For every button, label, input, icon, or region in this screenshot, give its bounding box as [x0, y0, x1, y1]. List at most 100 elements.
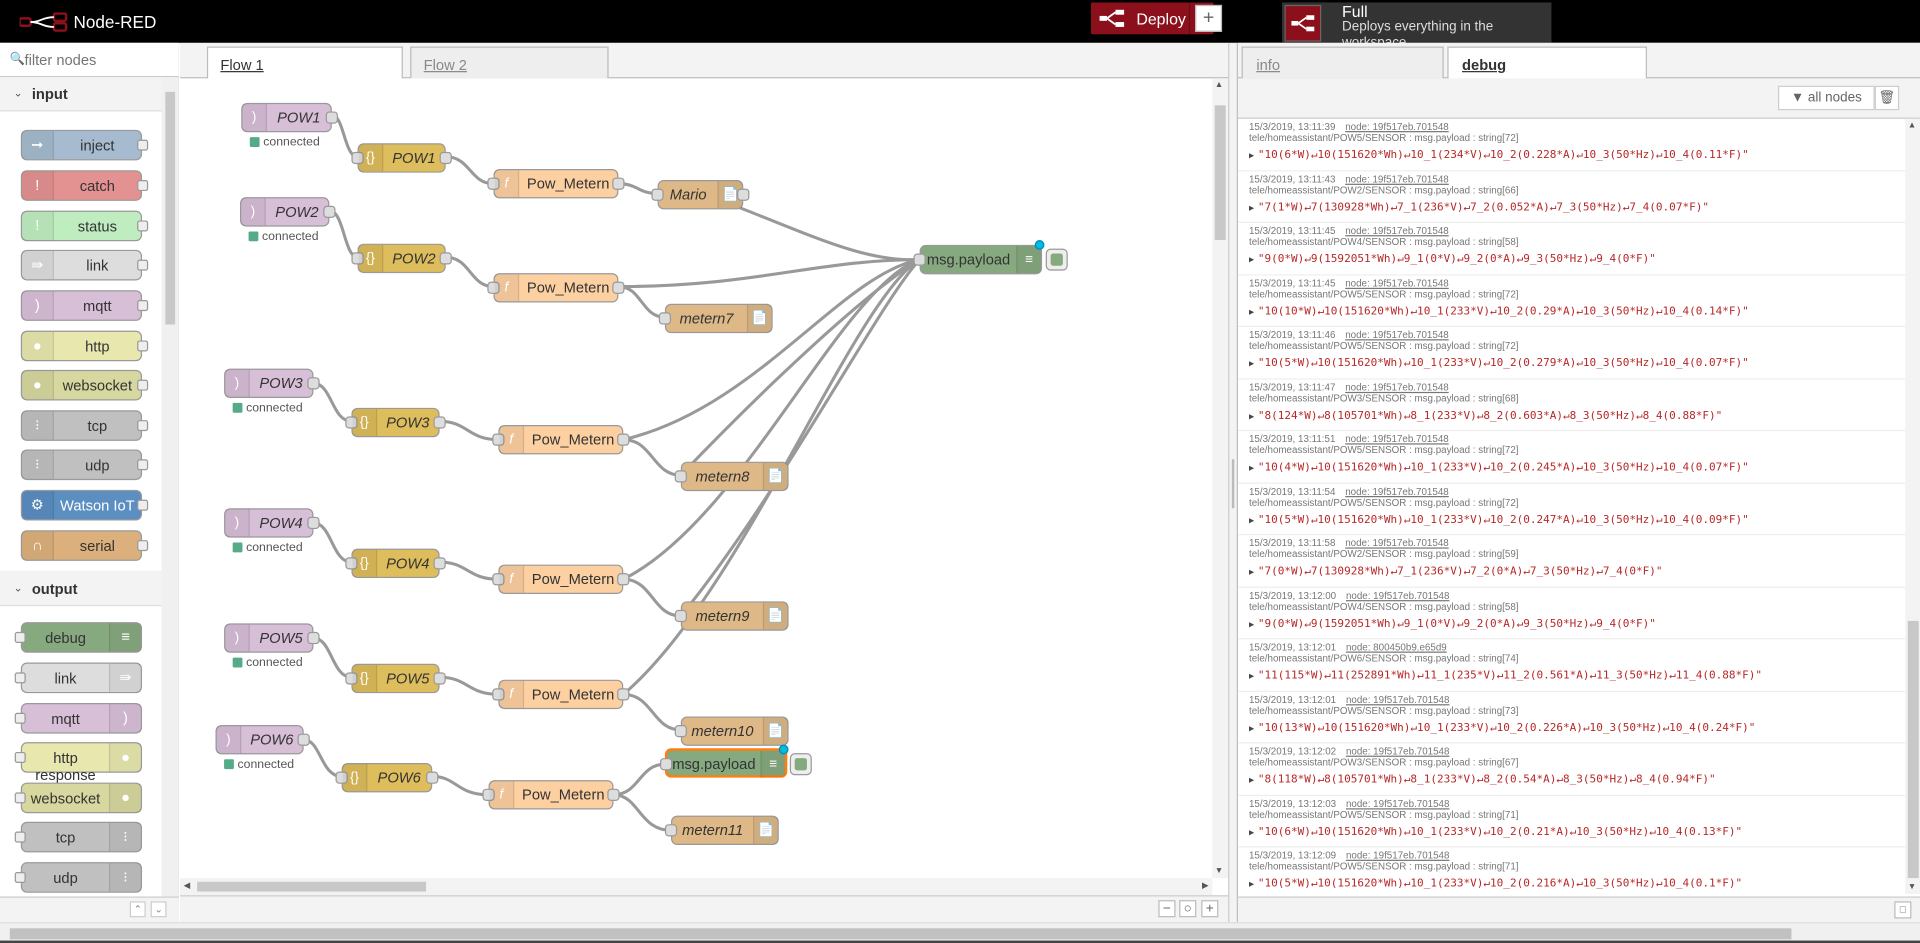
output-port[interactable]	[307, 516, 320, 530]
message-node-link[interactable]: node: 19f517eb.701548	[1345, 173, 1449, 185]
palette-node-udp-out[interactable]: udp⁝	[14, 862, 143, 893]
file-node-metern9[interactable]: metern9📄	[674, 601, 789, 631]
expand-triangle-icon[interactable]: ▶	[1248, 775, 1255, 786]
output-port[interactable]	[607, 788, 620, 801]
message-node-link[interactable]: node: 19f517eb.701548	[1345, 485, 1449, 497]
palette-node-http-response[interactable]: http response●	[14, 742, 143, 784]
scrollbar-thumb[interactable]	[9, 928, 1792, 940]
message-node-link[interactable]: node: 19f517eb.701548	[1345, 745, 1450, 757]
json-node-pow2[interactable]: {} POW2	[351, 243, 452, 274]
scrollbar-thumb[interactable]	[1214, 105, 1226, 241]
tab-debug[interactable]: debug	[1447, 46, 1647, 80]
palette-node-mqtt[interactable]: )mqtt	[20, 290, 149, 321]
message-node-link[interactable]: node: 19f517eb.701548	[1345, 849, 1450, 861]
palette-node-inject[interactable]: ➞inject	[20, 129, 149, 161]
message-payload[interactable]: ▶"8(124*W)↵8(105701*Wh)↵8_1(233*V)↵8_2(0…	[1248, 409, 1723, 422]
input-port[interactable]	[658, 312, 672, 325]
collapse-all-icon[interactable]: ⌃	[129, 901, 146, 918]
debug-node-msg-payload[interactable]: msg.payload≡	[913, 240, 1068, 275]
workspace-vertical-scrollbar[interactable]: ▲ ▼	[1212, 78, 1229, 879]
expand-triangle-icon[interactable]: ▶	[1248, 514, 1255, 525]
expand-triangle-icon[interactable]: ▶	[1248, 879, 1255, 890]
output-port[interactable]	[433, 672, 446, 685]
function-node-pow-metern-6[interactable]: f Pow_Metern	[482, 780, 620, 810]
output-port[interactable]	[325, 111, 338, 124]
expand-triangle-icon[interactable]: ▶	[1248, 306, 1255, 317]
function-node-pow-metern-2[interactable]: f Pow_Metern	[487, 273, 625, 303]
input-port[interactable]	[492, 688, 505, 701]
scrollbar-thumb[interactable]	[165, 91, 176, 325]
debug-node-msg-payload-selected[interactable]: msg.payload≡	[660, 744, 812, 778]
expand-triangle-icon[interactable]: ▶	[1248, 150, 1255, 161]
input-port[interactable]	[913, 253, 926, 266]
input-port[interactable]	[674, 609, 687, 623]
mqtt-in-node-pow4[interactable]: ) POW4 connected	[224, 508, 320, 555]
palette-node-tcp-out[interactable]: tcp⁝	[14, 821, 143, 853]
output-port[interactable]	[307, 377, 320, 390]
file-node-metern8[interactable]: metern8📄	[674, 461, 789, 492]
zoom-reset-button[interactable]: ○	[1179, 900, 1197, 918]
palette-node-mqtt-out[interactable]: mqtt)	[14, 702, 143, 734]
output-port[interactable]	[433, 557, 446, 570]
scrollbar-thumb[interactable]	[1907, 620, 1919, 879]
open-window-icon[interactable]: □	[1894, 901, 1912, 919]
browser-horizontal-scrollbar[interactable]	[0, 922, 1920, 943]
message-node-link[interactable]: node: 19f517eb.701548	[1345, 381, 1449, 393]
message-payload[interactable]: ▶"9(0*W)↵9(1592051*Wh)↵9_1(0*V)↵9_2(0*A)…	[1248, 253, 1656, 266]
scroll-up-icon[interactable]: ▲	[1214, 80, 1224, 90]
output-port[interactable]	[617, 688, 630, 701]
function-node-pow-metern-3[interactable]: f Pow_Metern	[492, 424, 630, 455]
expand-triangle-icon[interactable]: ▶	[1248, 410, 1255, 421]
expand-triangle-icon[interactable]: ▶	[1248, 202, 1255, 213]
zoom-out-button[interactable]: −	[1158, 900, 1176, 918]
input-port[interactable]	[351, 151, 364, 165]
message-node-link[interactable]: node: 19f517eb.701548	[1345, 589, 1450, 601]
message-node-link[interactable]: node: 19f517eb.701548	[1345, 797, 1450, 809]
palette-node-websocket[interactable]: ●websocket	[20, 369, 149, 401]
output-port[interactable]	[612, 177, 625, 190]
palette-node-watson-iot[interactable]: ⚙Watson IoT	[20, 489, 149, 521]
scroll-down-icon[interactable]: ▼	[1907, 882, 1917, 892]
message-payload[interactable]: ▶"10(10*W)↵10(151620*Wh)↵10_1(233*V)↵10_…	[1248, 305, 1749, 318]
input-port[interactable]	[345, 416, 358, 429]
palette-node-websocket-out[interactable]: websocket●	[14, 782, 143, 814]
output-port[interactable]	[439, 252, 452, 265]
expand-all-icon[interactable]: ⌄	[150, 901, 167, 918]
debug-toggle-button[interactable]	[1045, 248, 1068, 271]
file-node-metern10[interactable]: metern10📄	[674, 716, 789, 746]
json-node-pow1[interactable]: {} POW1	[351, 143, 452, 173]
message-payload[interactable]: ▶"10(6*W)↵10(151620*Wh)↵10_1(234*V)↵10_2…	[1248, 149, 1749, 162]
palette-node-debug[interactable]: debug≡	[14, 622, 143, 653]
deploy-button[interactable]: Deploy ▼	[1091, 2, 1214, 35]
palette-node-http[interactable]: ●http	[20, 330, 149, 362]
sidebar-scrollbar[interactable]: ▲ ▼	[1905, 118, 1920, 895]
message-payload[interactable]: ▶"10(5*W)↵10(151620*Wh)↵10_1(233*V)↵10_2…	[1248, 357, 1749, 370]
flow-canvas[interactable]: ) POW1 connected ) POW2 connected ) POW3…	[180, 78, 1229, 896]
add-flow-button[interactable]: +	[1195, 4, 1223, 32]
message-payload[interactable]: ▶"7(0*W)↵7(130928*Wh)↵7_1(236*V)↵7_2(0*A…	[1248, 565, 1663, 579]
message-payload[interactable]: ▶"7(1*W)↵7(130928*Wh)↵7_1(236*V)↵7_2(0.0…	[1248, 201, 1710, 214]
json-node-pow4[interactable]: {} POW4	[345, 548, 446, 579]
input-port[interactable]	[651, 188, 664, 201]
message-payload[interactable]: ▶"11(115*W)↵11(252891*Wh)↵11_1(235*V)↵11…	[1248, 669, 1763, 683]
expand-triangle-icon[interactable]: ▶	[1248, 567, 1255, 577]
tab-info[interactable]: info	[1241, 46, 1444, 79]
file-node-mario[interactable]: Mario📄	[651, 180, 750, 210]
output-port[interactable]	[439, 151, 452, 165]
input-port[interactable]	[482, 788, 495, 801]
workspace-horizontal-scrollbar[interactable]: ◀ ▶	[180, 878, 1213, 896]
output-port[interactable]	[617, 573, 630, 586]
input-port[interactable]	[492, 433, 505, 446]
json-node-pow6[interactable]: {} POW6	[335, 762, 439, 793]
message-payload[interactable]: ▶"10(5*W)↵10(151620*Wh)↵10_1(233*V)↵10_2…	[1248, 878, 1743, 891]
json-node-pow3[interactable]: {} POW3	[345, 407, 446, 438]
tab-flow-2[interactable]: Flow 2	[410, 46, 609, 79]
